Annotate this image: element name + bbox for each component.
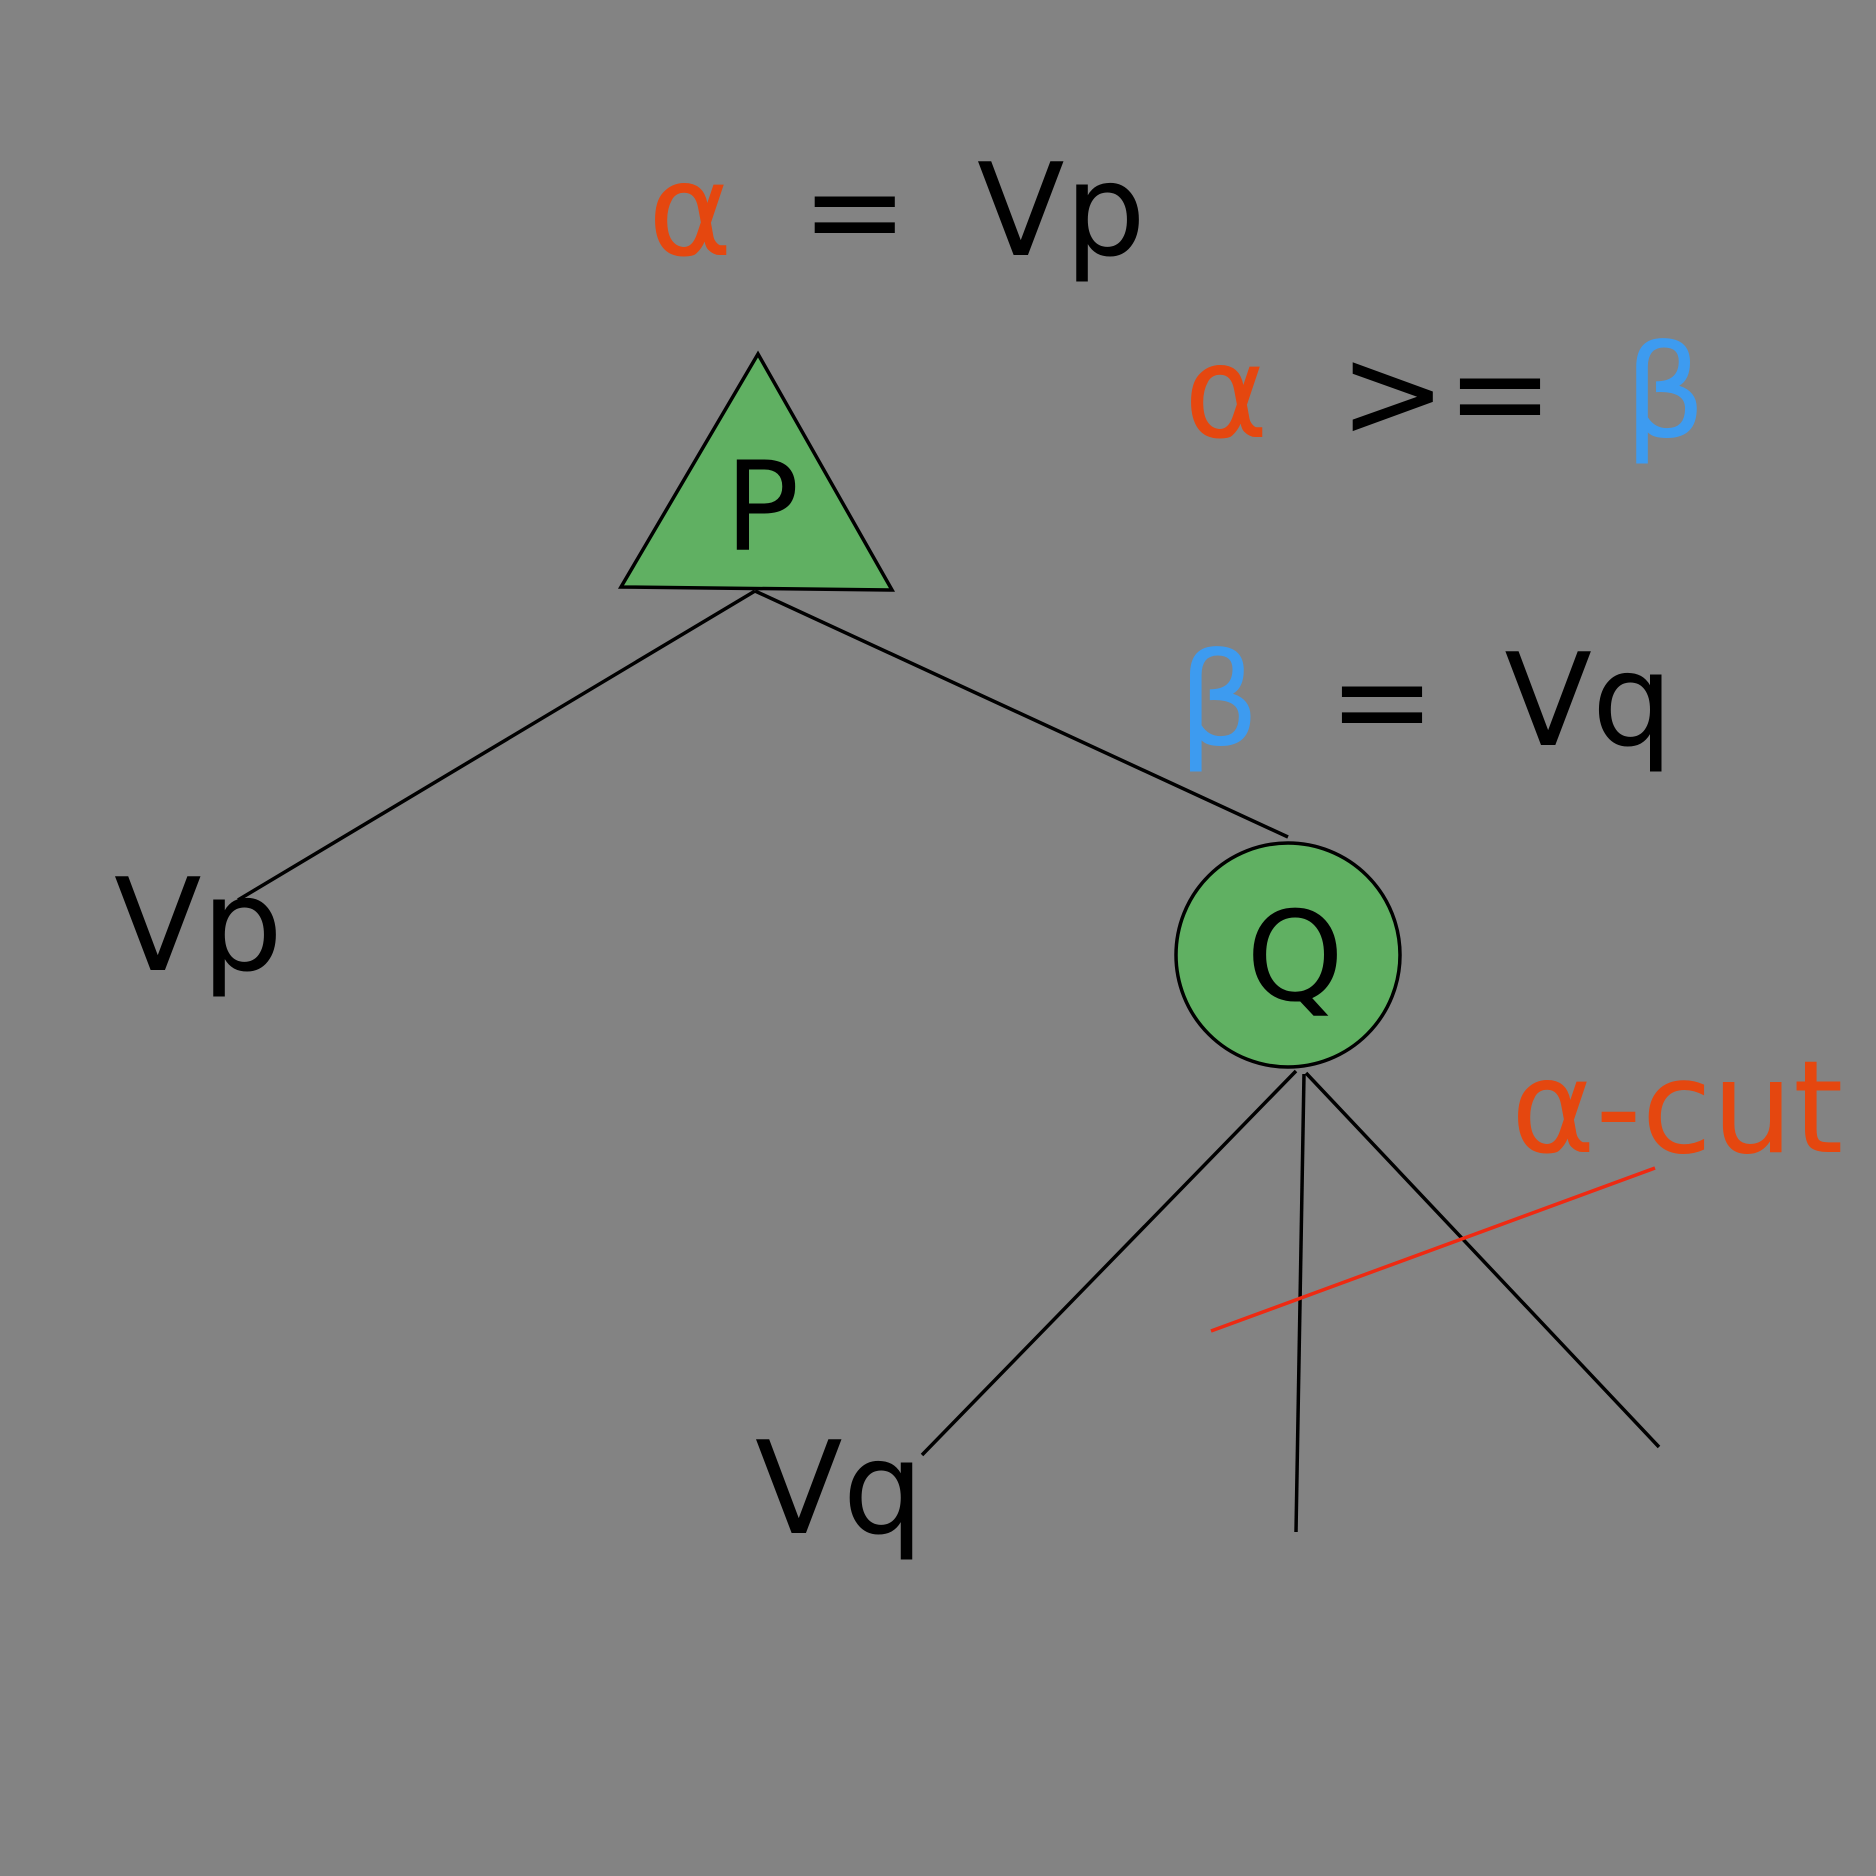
alpha-cut-line: [1210, 1166, 1656, 1333]
beta-symbol: β: [1178, 627, 1260, 776]
beta-equals: =: [1328, 627, 1435, 776]
beta-value: Vq: [1504, 627, 1673, 776]
condition-beta-symbol: β: [1624, 319, 1706, 468]
p-node-label: P: [725, 436, 800, 580]
edge-q-to-middle-child: [1294, 1073, 1306, 1533]
q-node-label: Q: [1246, 886, 1344, 1030]
alpha-assignment: α = Vp: [648, 137, 1146, 286]
alpha-value: Vp: [977, 137, 1146, 286]
q-node-circle: [1174, 841, 1402, 1069]
alpha-equals: =: [801, 137, 908, 286]
alpha-cut-label: α-cut: [1511, 1034, 1843, 1183]
condition-alpha-symbol: α: [1184, 319, 1268, 468]
condition-operator: >=: [1339, 319, 1554, 468]
edge-q-to-vq: [920, 1069, 1298, 1457]
beta-assignment: β = Vq: [1178, 627, 1673, 776]
alpha-symbol: α: [648, 137, 732, 286]
leaf-vp-label: Vp: [114, 852, 283, 1001]
edge-p-to-vp: [237, 589, 756, 902]
edge-p-to-q: [754, 589, 1289, 839]
p-node-triangle: [617, 350, 896, 592]
cut-condition: α >= β: [1184, 319, 1706, 468]
leaf-vq-label: Vq: [755, 1415, 924, 1564]
edge-q-to-right-child: [1304, 1071, 1661, 1449]
